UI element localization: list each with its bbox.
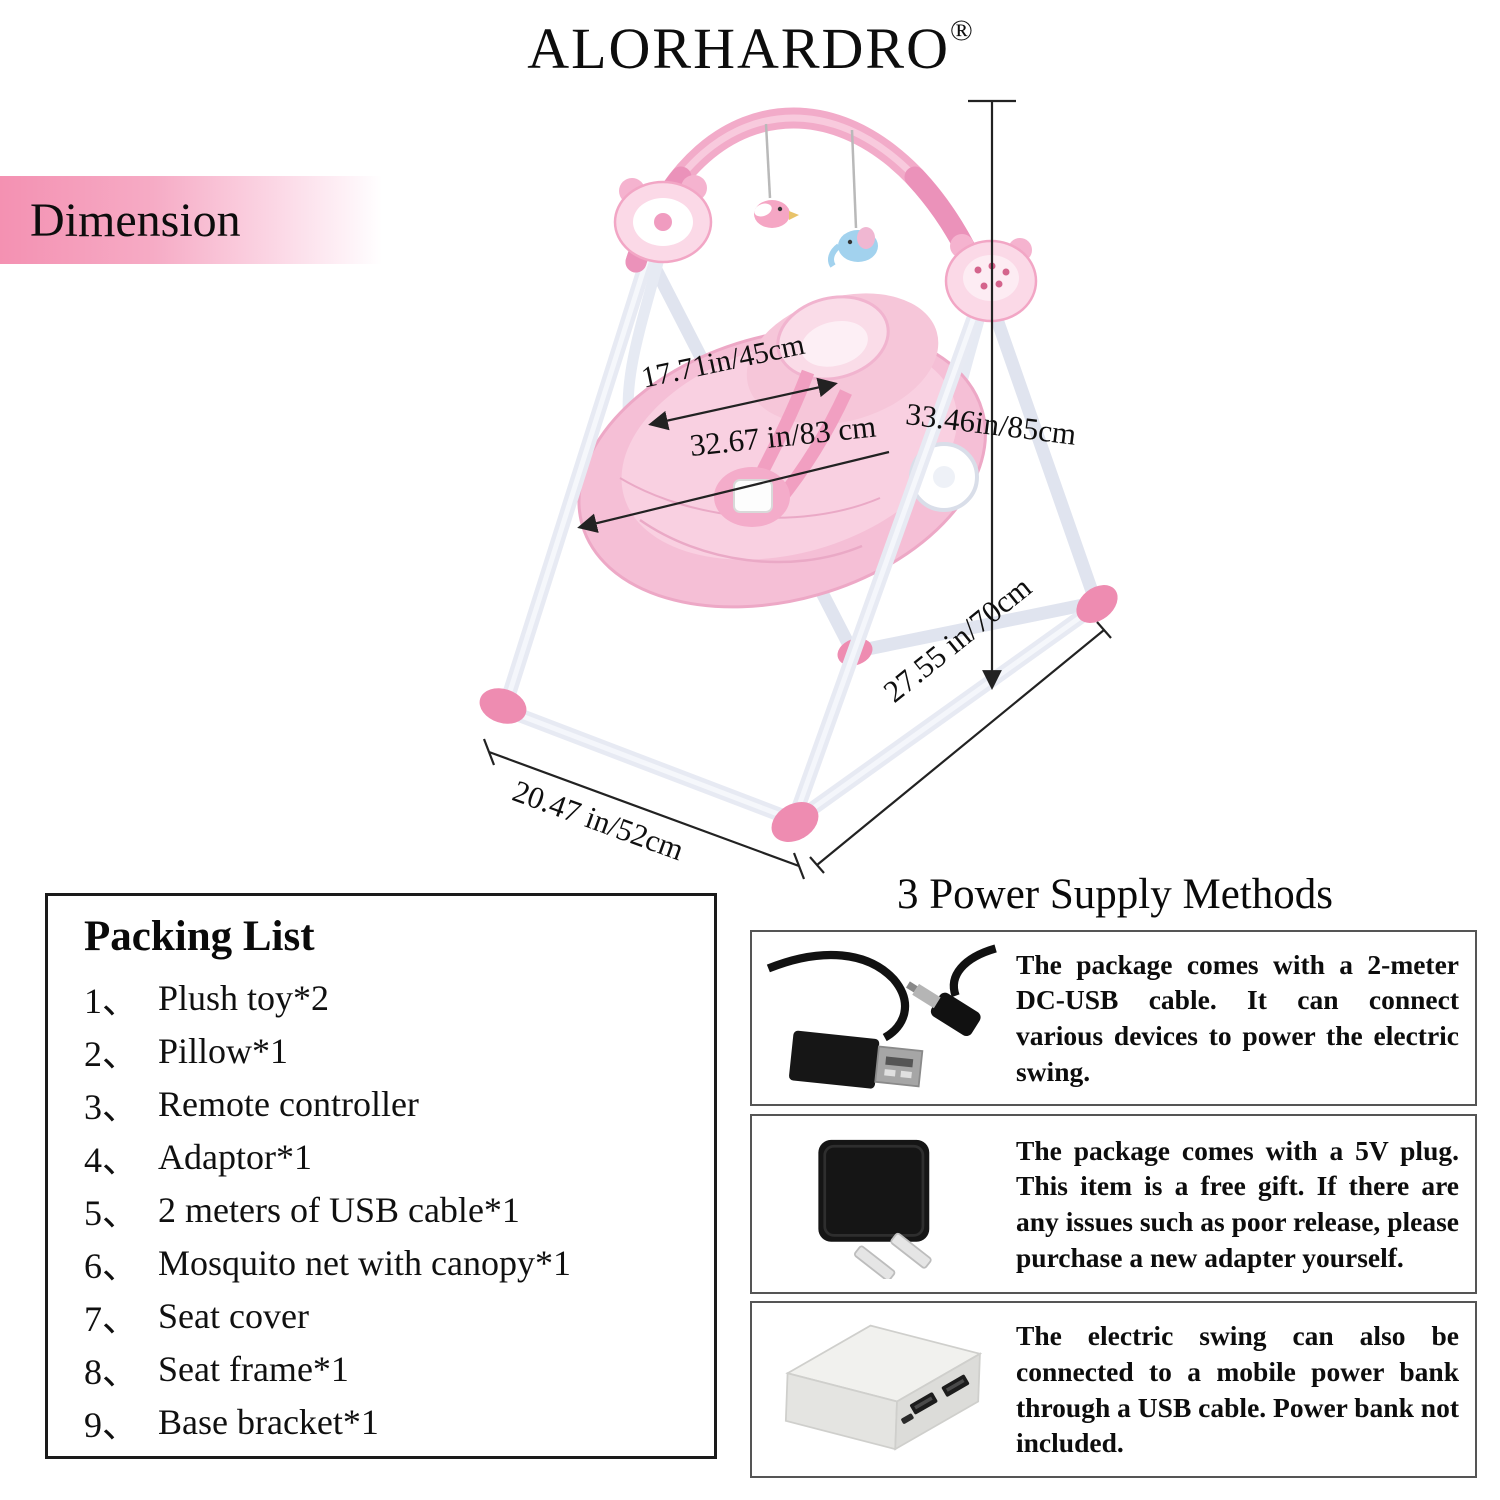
packing-list-item: 1、 Plush toy*2 [84, 971, 704, 1024]
power-bank-icon [758, 1309, 1006, 1470]
power-method-text: The electric swing can also be connected… [1016, 1320, 1459, 1459]
power-methods-title: 3 Power Supply Methods [897, 871, 1333, 918]
item-number: 2、 [84, 1033, 139, 1074]
item-label: Base bracket*1 [158, 1401, 379, 1442]
packing-list-item: 9、 Base bracket*1 [84, 1395, 704, 1448]
item-number: 5、 [84, 1192, 139, 1233]
item-number: 4、 [84, 1139, 139, 1180]
packing-list-item: 5、 2 meters of USB cable*1 [84, 1183, 704, 1236]
item-label: Adaptor*1 [158, 1136, 312, 1177]
packing-list-title: Packing List [84, 913, 315, 960]
item-label: Pillow*1 [158, 1030, 289, 1071]
item-label: Remote controller [158, 1083, 419, 1124]
item-number: 1、 [84, 980, 139, 1021]
power-method-text: The package comes with a 5V plug. This i… [1016, 1134, 1459, 1273]
packing-list-item: 8、 Seat frame*1 [84, 1342, 704, 1395]
packing-list-item: 3、 Remote controller [84, 1077, 704, 1130]
power-method-text: The package comes with a 2-meter DC-USB … [1016, 948, 1459, 1087]
packing-list-item: 7、 Seat cover [84, 1289, 704, 1342]
item-number: 3、 [84, 1086, 139, 1127]
usb-dc-cable-icon [758, 938, 1006, 1098]
item-label: Plush toy*2 [158, 977, 330, 1018]
packing-list-item: 4、 Adaptor*1 [84, 1130, 704, 1183]
item-label: Seat frame*1 [158, 1348, 349, 1389]
power-method-card-usb-cable: The package comes with a 2-meter DC-USB … [750, 930, 1477, 1106]
item-number: 6、 [84, 1245, 139, 1286]
packing-list-item: 2、 Pillow*1 [84, 1024, 704, 1077]
power-method-card-power-bank: The electric swing can also be connected… [750, 1301, 1477, 1478]
packing-list-item: 6、 Mosquito net with canopy*1 [84, 1236, 704, 1289]
item-number: 9、 [84, 1404, 139, 1445]
packing-list-panel: Packing List 1、 Plush toy*2 2、 Pillow*1 3、… [45, 893, 717, 1459]
dimension-banner-label: Dimension [30, 193, 241, 247]
item-label: Seat cover [158, 1295, 309, 1336]
item-number: 7、 [84, 1298, 139, 1339]
brand-title: ALORHARDRO® [0, 14, 1500, 82]
registered-mark: ® [950, 14, 973, 47]
item-number: 8、 [84, 1351, 139, 1392]
item-label: Mosquito net with canopy*1 [158, 1242, 571, 1283]
power-method-card-adapter: The package comes with a 5V plug. This i… [750, 1114, 1477, 1294]
brand-name: ALORHARDRO [527, 16, 950, 81]
power-adapter-icon [758, 1122, 1006, 1286]
dimension-banner: Dimension [0, 176, 382, 264]
item-label: 2 meters of USB cable*1 [158, 1189, 520, 1230]
